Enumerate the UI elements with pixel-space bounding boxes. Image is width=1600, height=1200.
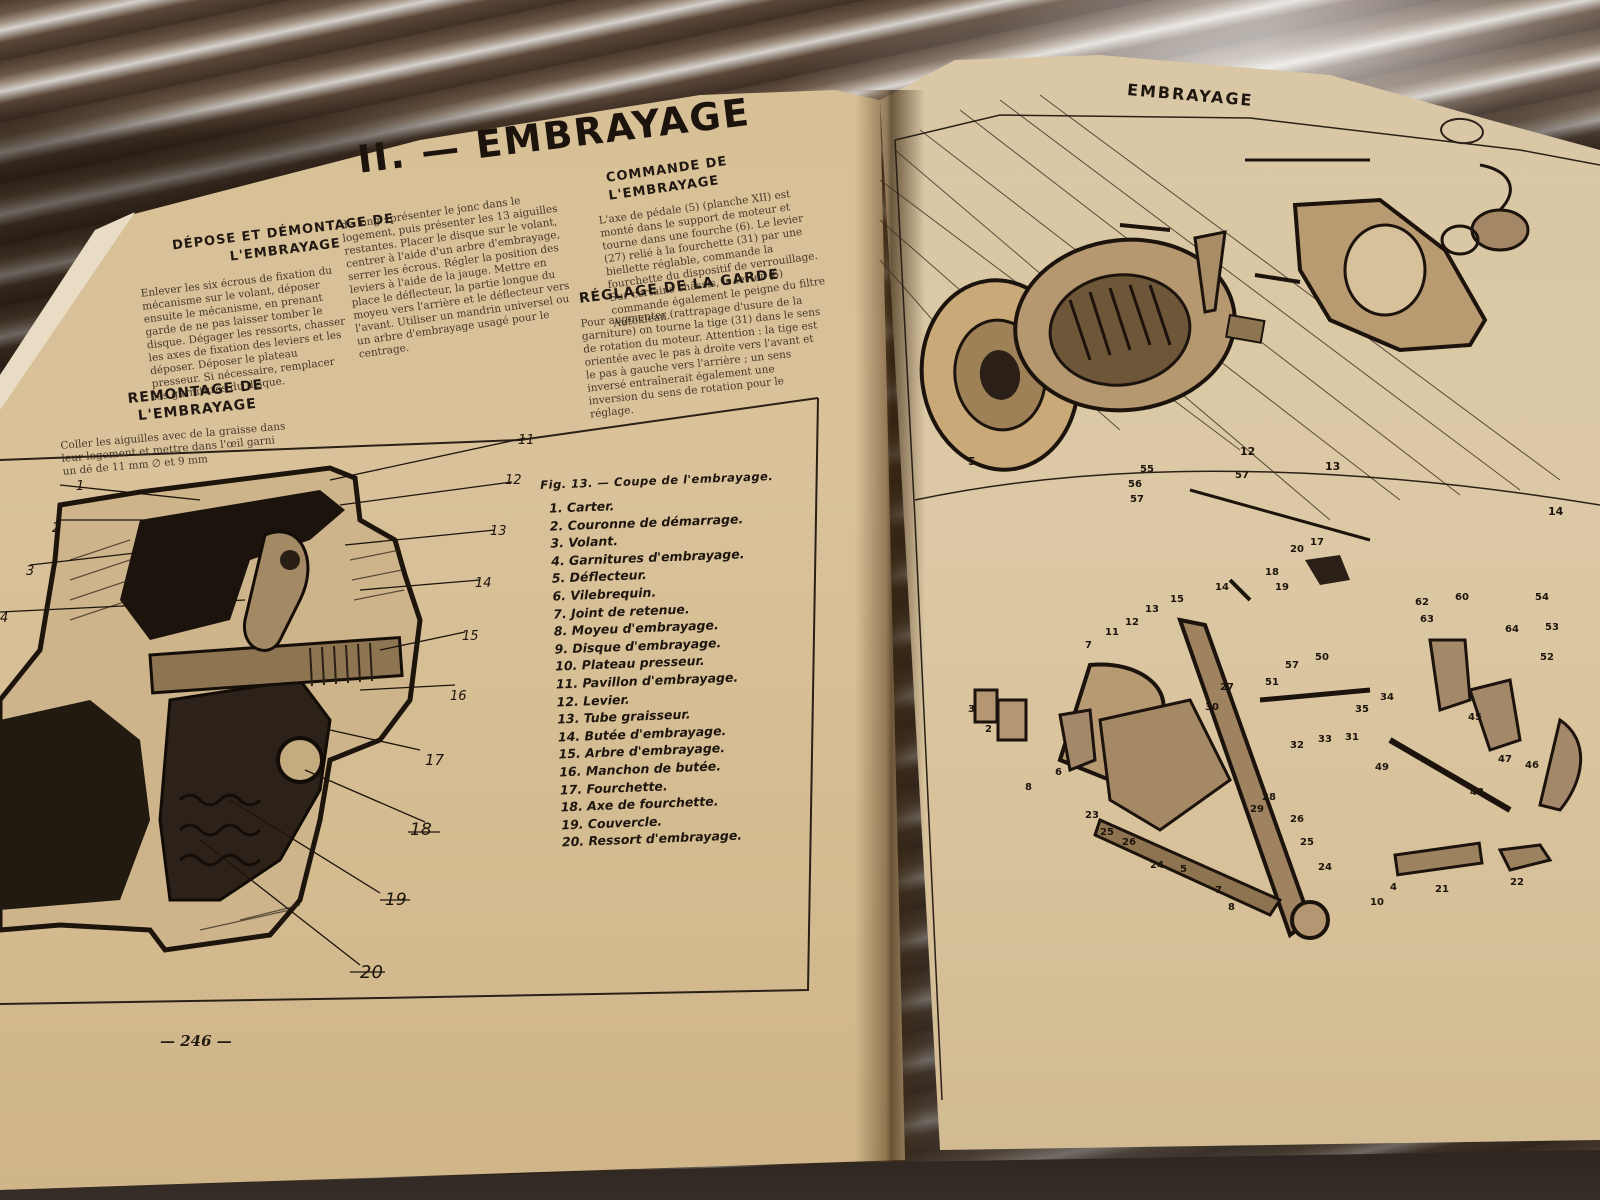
- right-bottom-callout: 34: [1380, 692, 1394, 703]
- right-top-callout: 5: [968, 455, 976, 468]
- right-bottom-callout: 23: [1085, 810, 1099, 821]
- right-bottom-callout: 46: [1525, 760, 1539, 771]
- right-bottom-callout: 15: [1170, 594, 1184, 605]
- right-bottom-callout: 26: [1290, 814, 1304, 825]
- right-bottom-callout: 63: [1420, 614, 1434, 625]
- right-bottom-callout: 24: [1150, 860, 1164, 871]
- right-bottom-callout: 54: [1535, 592, 1549, 603]
- right-bottom-callout: 2: [985, 724, 992, 735]
- right-bottom-callout: 31: [1345, 732, 1359, 743]
- right-bottom-callout: 3: [968, 704, 975, 715]
- left-callout-20: 20: [360, 962, 383, 983]
- right-bottom-callout: 21: [1435, 884, 1449, 895]
- right-bottom-callout: 60: [1455, 592, 1469, 603]
- left-callout-19: 19: [385, 890, 407, 910]
- right-bottom-callout: 4: [1390, 882, 1397, 893]
- right-bottom-callout: 19: [1275, 582, 1289, 593]
- right-bottom-callout: 29: [1250, 804, 1264, 815]
- right-bottom-callout: 26: [1122, 837, 1136, 848]
- right-bottom-callout: 10: [1370, 897, 1384, 908]
- right-bottom-callout: 5: [1180, 864, 1187, 875]
- right-bottom-callout: 57: [1235, 470, 1249, 481]
- right-bottom-callout: 27: [1220, 682, 1234, 693]
- right-bottom-callout: 33: [1318, 734, 1332, 745]
- right-bottom-callout: 6: [1055, 767, 1062, 778]
- right-bottom-callout: 25: [1100, 827, 1114, 838]
- left-callout-14: 14: [475, 576, 492, 591]
- right-bottom-callout: 55: [1140, 464, 1154, 475]
- right-bottom-callout: 24: [1318, 862, 1332, 873]
- right-bottom-callout: 62: [1415, 597, 1429, 608]
- page-number: — 246 —: [160, 1032, 232, 1050]
- right-bottom-callout: 7: [1215, 885, 1222, 896]
- right-bottom-callout: 50: [1315, 652, 1329, 663]
- left-callout-12: 12: [505, 473, 522, 488]
- left-callout-13: 13: [490, 524, 507, 539]
- left-callout-17: 17: [425, 751, 445, 769]
- left-callout-1: 1: [76, 479, 84, 494]
- right-top-callout: 12: [1240, 445, 1255, 458]
- right-bottom-callout: 51: [1265, 677, 1279, 688]
- book-gutter: [855, 90, 925, 1170]
- left-callout-2: 2: [52, 521, 60, 536]
- right-bottom-callout: 12: [1125, 617, 1139, 628]
- right-bottom-callout: 28: [1262, 792, 1276, 803]
- left-callout-15: 15: [462, 629, 479, 644]
- right-bottom-callout: 18: [1265, 567, 1279, 578]
- left-callout-3: 3: [26, 564, 34, 579]
- right-bottom-callout: 64: [1505, 624, 1519, 635]
- right-bottom-callout: 8: [1228, 902, 1235, 913]
- right-bottom-callout: 43: [1470, 787, 1484, 798]
- right-bottom-callout: 30: [1205, 702, 1219, 713]
- right-bottom-callout: 49: [1375, 762, 1389, 773]
- right-bottom-callout: 53: [1545, 622, 1559, 633]
- right-bottom-callout: 20: [1290, 544, 1304, 555]
- right-top-callout: 14: [1548, 505, 1564, 518]
- right-bottom-callout: 8: [1025, 782, 1032, 793]
- right-bottom-callout: 11: [1105, 627, 1119, 638]
- left-callout-18: 18: [410, 820, 432, 840]
- left-callout-16: 16: [450, 689, 467, 704]
- right-bottom-callout: 7: [1085, 640, 1092, 651]
- right-bottom-callout: 25: [1300, 837, 1314, 848]
- right-bottom-callout: 13: [1145, 604, 1159, 615]
- right-bottom-callout: 45: [1468, 712, 1482, 723]
- right-bottom-callout: 56: [1128, 479, 1142, 490]
- left-callout-4: 4: [0, 611, 8, 626]
- right-bottom-callout: 57: [1285, 660, 1299, 671]
- right-bottom-callout: 14: [1215, 582, 1229, 593]
- right-bottom-callout: 17: [1310, 537, 1324, 548]
- right-top-callout: 13: [1325, 460, 1340, 473]
- right-bottom-callout: 35: [1355, 704, 1369, 715]
- right-bottom-callout: 22: [1510, 877, 1524, 888]
- right-bottom-callout: 52: [1540, 652, 1554, 663]
- right-bottom-callout: 57: [1130, 494, 1144, 505]
- right-bottom-callout: 32: [1290, 740, 1304, 751]
- left-callout-11: 11: [518, 433, 535, 448]
- right-bottom-callout: 47: [1498, 754, 1512, 765]
